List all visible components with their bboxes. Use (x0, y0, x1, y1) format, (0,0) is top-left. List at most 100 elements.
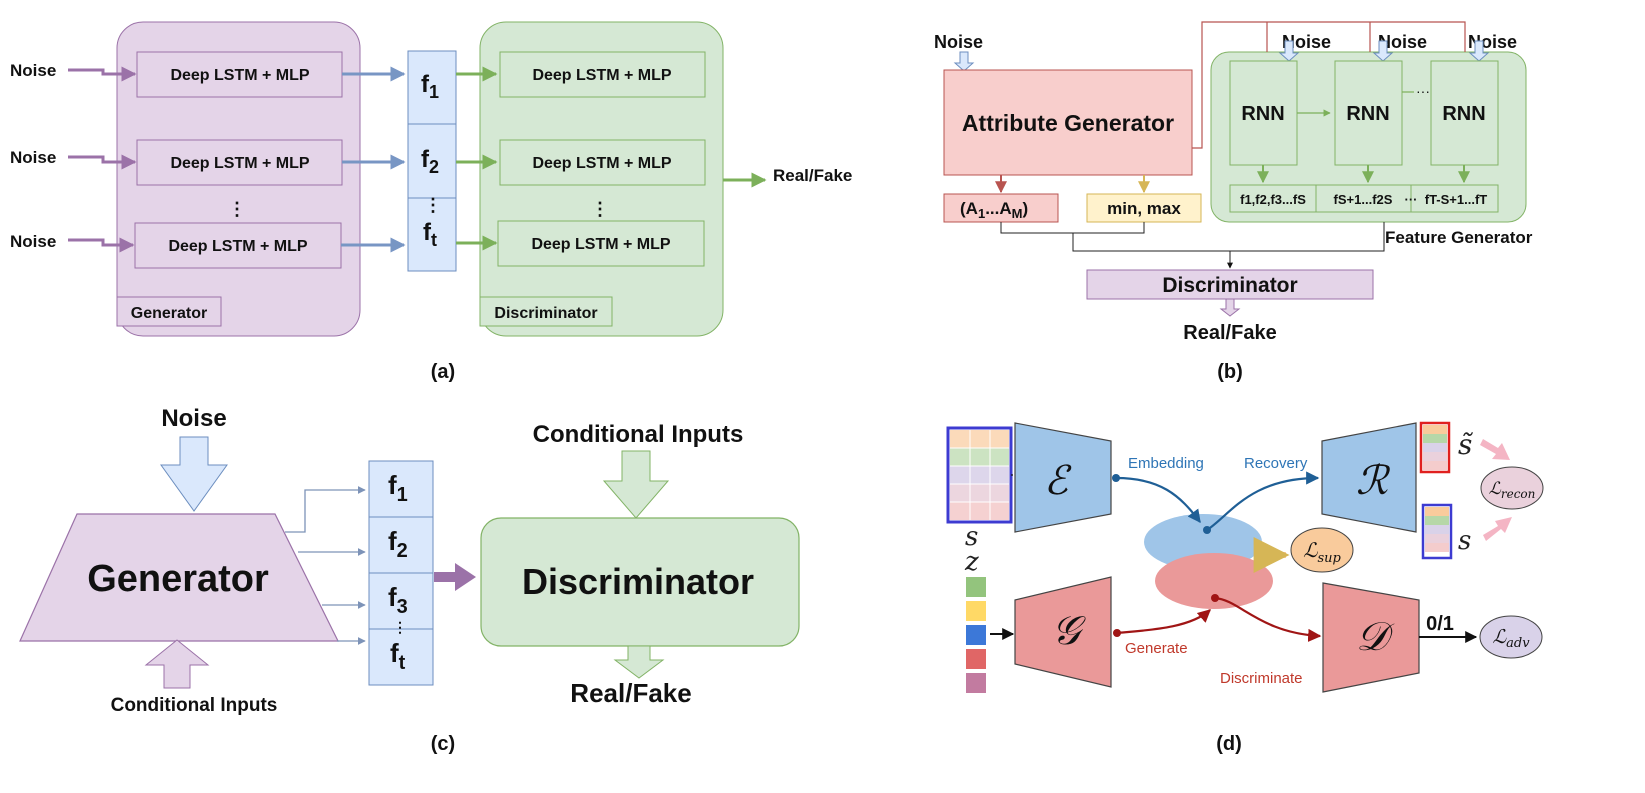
gen-block-3-label: Deep LSTM + MLP (168, 238, 307, 255)
recovery-arrow (1206, 471, 1320, 531)
embedding-label: Embedding (1128, 455, 1204, 472)
disc-block-1 (499, 51, 706, 98)
s-tilde-label: s̃ (1458, 428, 1474, 461)
recovered-matrix-s-tilde (1419, 421, 1451, 474)
cond-input-arrow-top (602, 450, 670, 519)
generate-label: Generate (1125, 640, 1188, 657)
rnn-block-3 (1430, 60, 1499, 166)
feature-ellipsis: ⋮ (424, 195, 442, 215)
feat-output-3 (1410, 184, 1499, 213)
noise-rnn-arrow-3 (1468, 40, 1490, 62)
gen-block-2-label: Deep LSTM + MLP (170, 155, 309, 172)
discriminate-dot (1211, 594, 1219, 602)
recovery-label: Recovery (1244, 455, 1308, 472)
rnn-block-1-label: RNN (1241, 103, 1284, 125)
panel-c: Noise Generator Conditional Inputs f1 f2… (19, 405, 800, 755)
gen-to-f1-c (285, 486, 366, 533)
loss-adv-ellipse (1479, 615, 1543, 659)
disc-block-3-label: Deep LSTM + MLP (531, 236, 670, 253)
feature-c-ellipsis: ⋮ (393, 619, 407, 635)
disc-block-1-label: Deep LSTM + MLP (532, 67, 671, 84)
attribute-generator (943, 69, 1193, 176)
feature-column (407, 50, 457, 272)
cond-inputs-bottom-label: Conditional Inputs (111, 695, 278, 716)
cond-input-arrow-bottom (144, 639, 210, 689)
feature-f1: f1 (421, 71, 439, 102)
disc-block-2-label: Deep LSTM + MLP (532, 155, 671, 172)
features-to-disc-arrow-c (434, 563, 476, 591)
disc-output-arrow-c (613, 645, 665, 679)
noise-rnn-1: Noise (1282, 32, 1331, 52)
caption-b: (b) (1217, 361, 1243, 383)
gen-block-1-label: Deep LSTM + MLP (170, 67, 309, 84)
s-out-label: s (1458, 526, 1471, 556)
rnn-dots: ··· (1416, 83, 1430, 99)
feat-output-1-label: f1,f2,f3...fS (1240, 192, 1306, 207)
s-tilde-to-recon-arrow (1480, 439, 1510, 460)
loss-sup-label: ℒsup (1303, 538, 1341, 566)
recovery-block (1321, 422, 1417, 533)
feature-f2: f2 (421, 146, 439, 177)
rnn-block-1 (1229, 60, 1298, 166)
attribute-output-label: (A1...AM) (960, 199, 1028, 221)
feat-output-2 (1315, 184, 1412, 213)
discriminator-label: Discriminator (494, 305, 597, 322)
feat-output-2-label: fS+1...f2S (1334, 192, 1393, 207)
generator-label-c: Generator (87, 558, 269, 600)
discriminate-arrow (1214, 596, 1322, 642)
noise-arrow-3 (68, 237, 135, 253)
gen-block-2 (136, 139, 343, 186)
rnn-block-2-label: RNN (1346, 103, 1389, 125)
embedder-block (1014, 422, 1112, 533)
noise-label-c: Noise (161, 405, 226, 432)
discriminator-label-b: Discriminator (1162, 274, 1297, 297)
attr-to-rnn-connector (1192, 21, 1466, 149)
feat-output-dots: ··· (1405, 192, 1418, 207)
feature-ft: ft (423, 219, 437, 250)
generator-label: Generator (131, 305, 207, 322)
feat-output-3-label: fT-S+1...fT (1425, 192, 1488, 207)
noise-label-1: Noise (10, 61, 56, 80)
caption-d: (d) (1216, 733, 1242, 755)
discriminator-block-d (1322, 582, 1420, 693)
discriminate-label: Discriminate (1220, 670, 1303, 687)
noise-label-2: Noise (10, 148, 56, 167)
feature-c-ft: ft (390, 638, 406, 674)
disc-output-arrow (1219, 298, 1241, 317)
attribute-output-box (943, 193, 1059, 223)
original-matrix-s (1421, 503, 1453, 560)
minmax-box (1086, 193, 1202, 223)
loss-adv-label: ℒadv (1492, 626, 1530, 651)
panel-a: Noise Noise Noise Deep LSTM + MLP Deep L… (10, 21, 852, 383)
feature-c-f1: f1 (388, 470, 408, 506)
generate-arrow (1116, 609, 1211, 635)
feature-c-f2: f2 (388, 526, 408, 562)
generator-label-box (116, 296, 222, 327)
loss-sup-ellipse (1290, 527, 1354, 573)
feature-generator-label: Feature Generator (1385, 228, 1533, 247)
noise-rnn-arrow-2 (1372, 40, 1394, 62)
discriminator-label-box (479, 296, 613, 327)
loss-recon-label: ℒrecon (1489, 479, 1536, 501)
s-to-recon-arrow (1483, 517, 1512, 541)
feature-c-f3: f3 (388, 582, 408, 618)
disc-block-2 (499, 139, 706, 186)
attribute-generator-label: Attribute Generator (962, 110, 1174, 136)
embedding-dot (1112, 474, 1120, 482)
rnn-block-3-label: RNN (1442, 103, 1485, 125)
recovery-dot (1203, 526, 1211, 534)
loss-recon-ellipse (1480, 466, 1544, 510)
real-fake-label-b: Real/Fake (1183, 322, 1276, 344)
generator-block-d (1014, 576, 1112, 688)
embedder-symbol: ℰ (1044, 458, 1072, 504)
output-label: Real/Fake (773, 166, 852, 185)
noise-rnn-arrow-1 (1278, 40, 1300, 62)
disc-block-3 (497, 220, 705, 267)
latent-generated-ellipse (1155, 553, 1273, 609)
input-matrix-s (946, 426, 1013, 524)
embedding-arrow (1115, 476, 1201, 524)
noise-label-3: Noise (10, 232, 56, 251)
zero-one-label: 0/1 (1426, 613, 1454, 635)
noise-z-column (966, 577, 986, 693)
caption-a: (a) (431, 361, 455, 383)
